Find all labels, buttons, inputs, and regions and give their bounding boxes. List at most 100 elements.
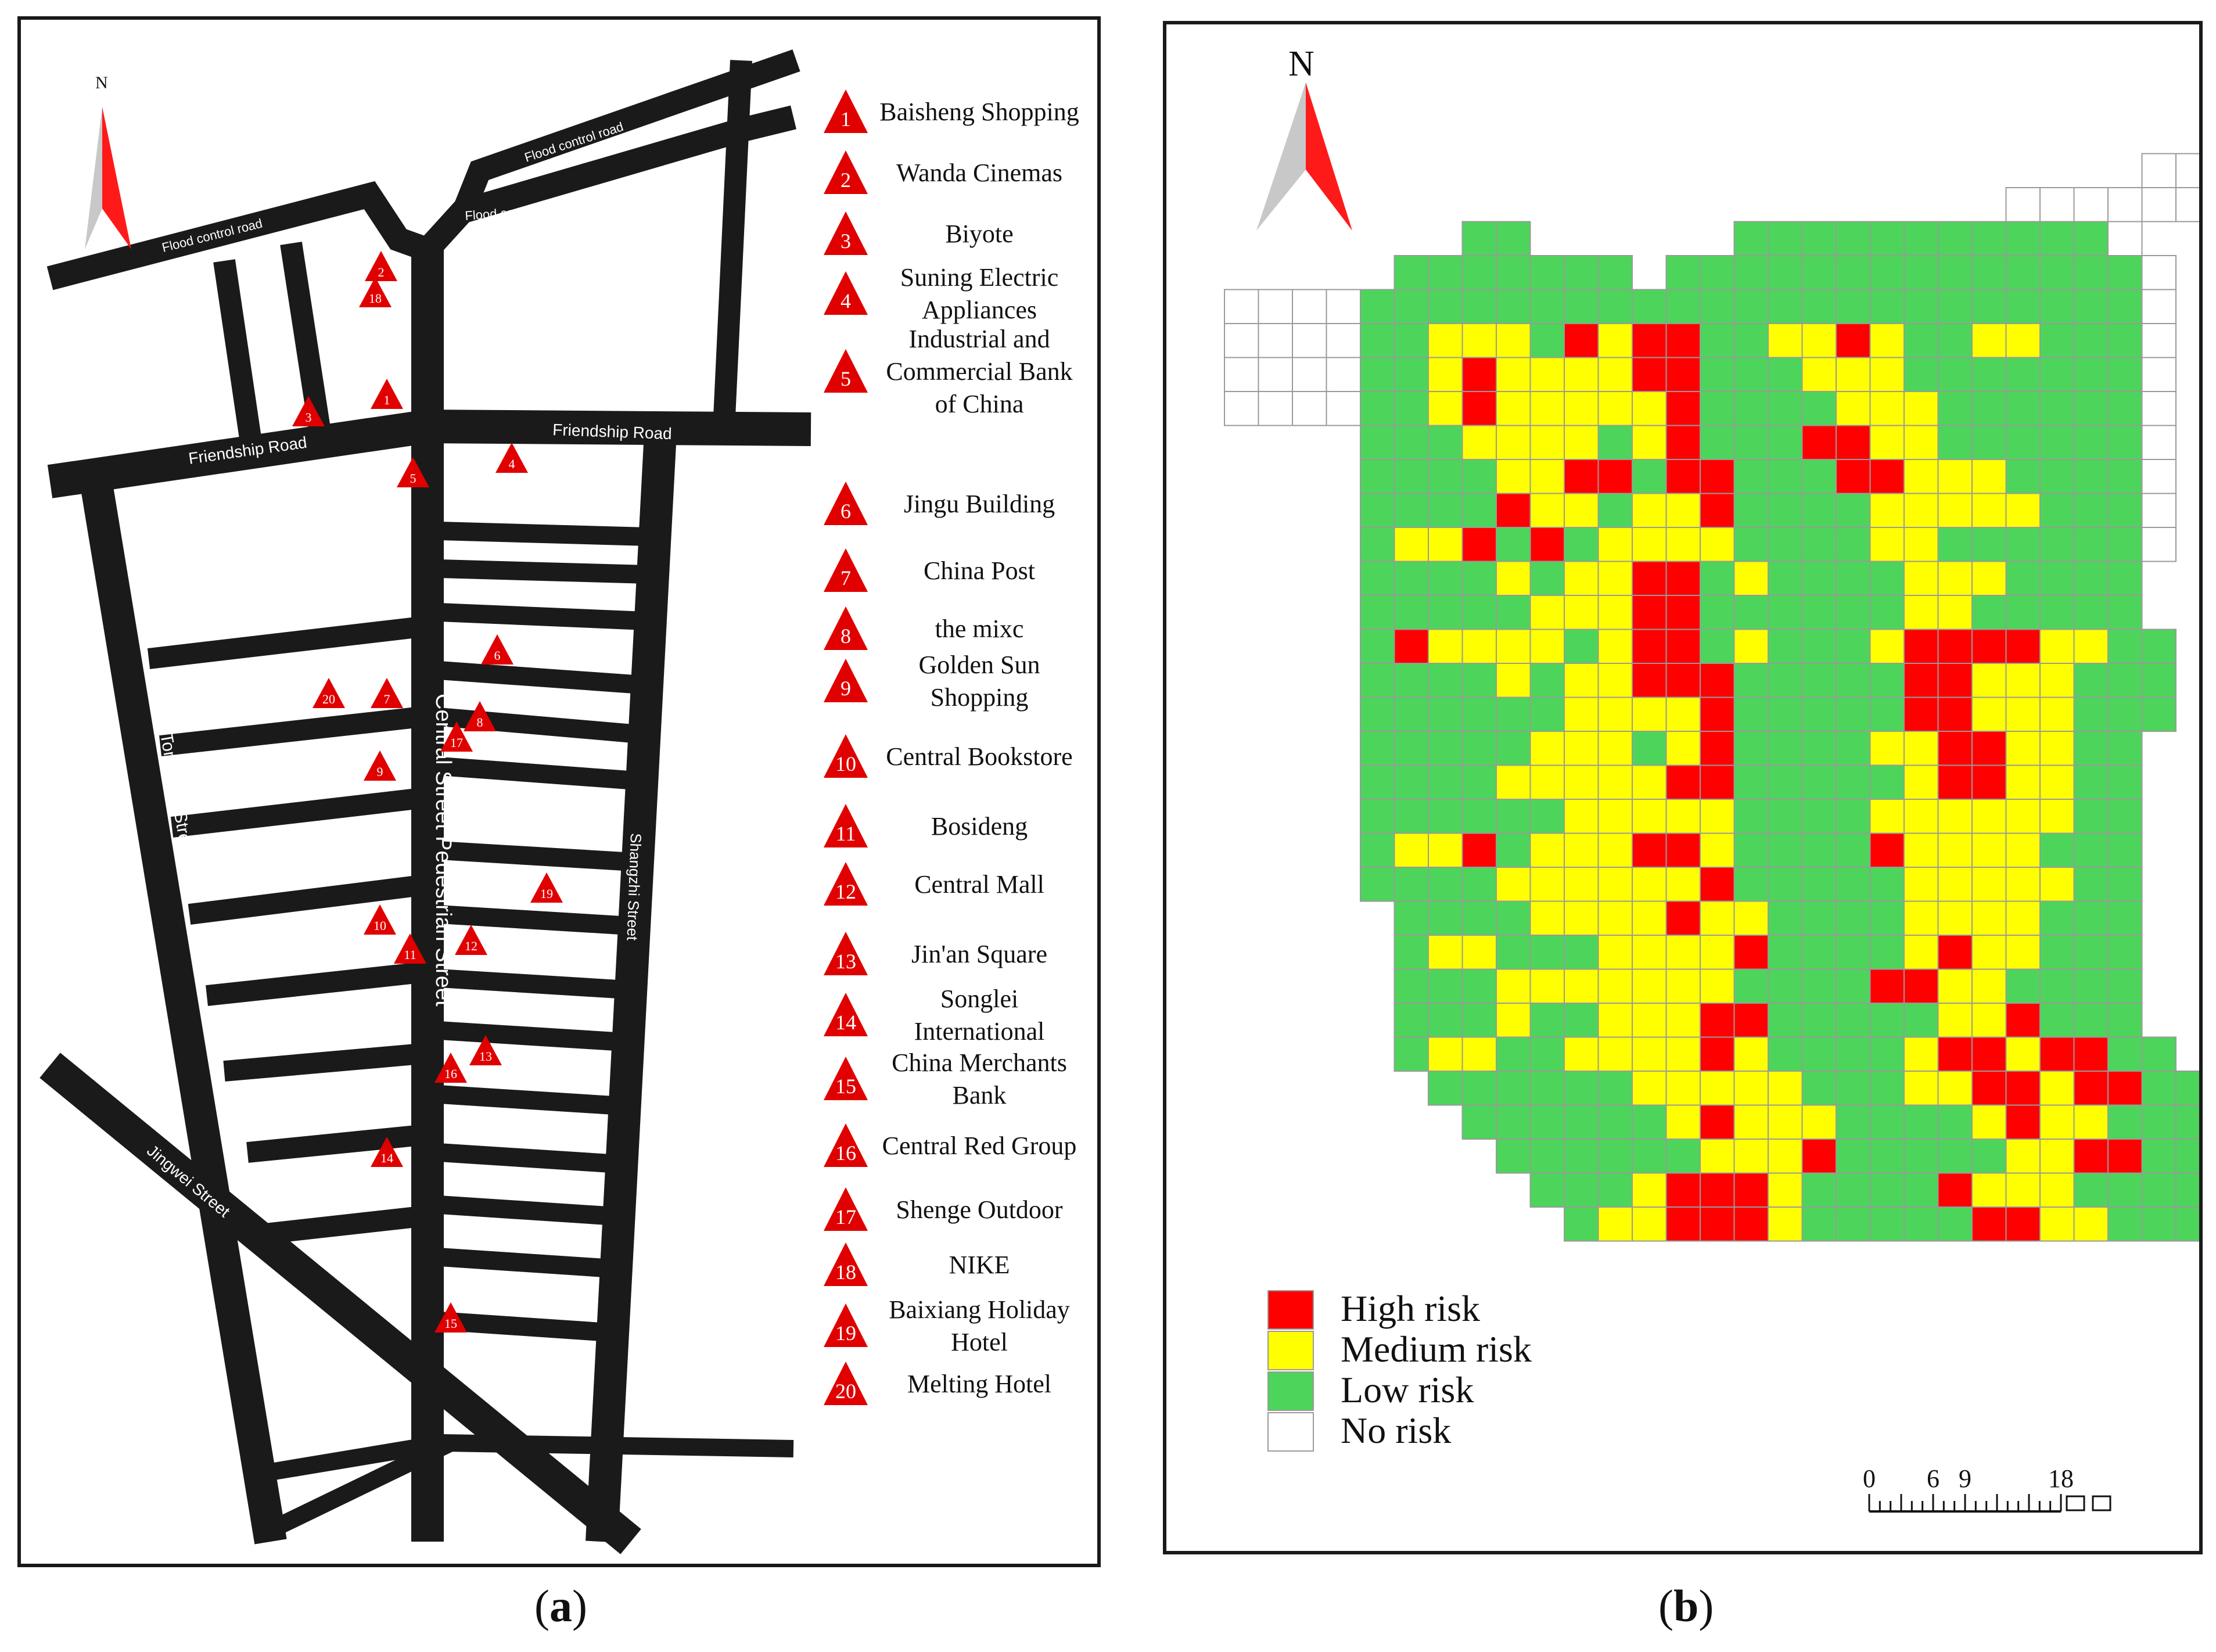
risk-cell (1496, 289, 1531, 324)
risk-cell (1937, 935, 1973, 970)
risk-cell (2141, 1036, 2177, 1072)
risk-cell (1529, 968, 1565, 1004)
risk-cell (1632, 1071, 1667, 1106)
risk-cell (1801, 968, 1837, 1004)
risk-cell (1428, 968, 1463, 1004)
risk-cell (1971, 323, 2007, 358)
risk-cell (2073, 527, 2109, 562)
risk-cell (1903, 595, 1939, 630)
risk-cell (2175, 1206, 2199, 1242)
risk-cell (1360, 561, 1395, 596)
risk-cell (1529, 1104, 1565, 1140)
risk-cell (1529, 1071, 1565, 1106)
risk-cell (1971, 1071, 2007, 1106)
risk-cell (1428, 255, 1463, 290)
risk-cell (1529, 255, 1565, 290)
street-map-panel: Flood control road Flood control road Fl… (17, 16, 1101, 1567)
risk-cell (1937, 1036, 1973, 1072)
risk-cell (1903, 935, 1939, 970)
risk-cell (1529, 832, 1565, 868)
risk-cell (2141, 493, 2177, 528)
risk-cell (2073, 1206, 2109, 1242)
risk-cell (1700, 900, 1735, 936)
risk-cell (1496, 561, 1531, 596)
risk-cell (1461, 629, 1497, 664)
risk-cell (1869, 1071, 1905, 1106)
risk-cell (1360, 459, 1395, 494)
risk-cell (2005, 1003, 2041, 1038)
risk-cell (1903, 900, 1939, 936)
risk-cell (1768, 425, 1803, 460)
poi-marker-10: 10 (364, 904, 396, 935)
risk-cell (1733, 731, 1769, 766)
risk-cell (1360, 731, 1395, 766)
flood-control-road-west (46, 181, 432, 290)
risk-cell (1597, 1139, 1633, 1174)
risk-cell (1836, 900, 1871, 936)
risk-cell (2005, 357, 2041, 392)
risk-cell (1733, 1003, 1769, 1038)
risk-cell (1903, 493, 1939, 528)
risk-cell (1700, 935, 1735, 970)
risk-cell (1224, 289, 1259, 324)
poi-legend-number: 11 (836, 822, 856, 845)
risk-cell (1529, 764, 1565, 800)
risk-cell (1632, 459, 1667, 494)
risk-cell (1461, 968, 1497, 1004)
risk-cell (1393, 391, 1429, 426)
risk-cell (2005, 1206, 2041, 1242)
risk-cell (1597, 696, 1633, 732)
poi-marker-15: 15 (434, 1302, 467, 1333)
risk-cell (2039, 663, 2075, 698)
risk-cell (1971, 1172, 2007, 1208)
risk-cell (1700, 323, 1735, 358)
risk-cell (1903, 1104, 1939, 1140)
risk-cell (1836, 561, 1871, 596)
risk-cell (1393, 323, 1429, 358)
risk-cell (2107, 323, 2143, 358)
risk-cell (2107, 900, 2143, 936)
poi-marker-number: 13 (479, 1049, 492, 1064)
risk-cell (2141, 289, 2177, 324)
risk-cell (1903, 323, 1939, 358)
risk-cell (1665, 799, 1701, 834)
poi-marker-7: 7 (371, 678, 403, 708)
risk-cell (1801, 561, 1837, 596)
risk-cell (1597, 527, 1633, 562)
risk-cell (1564, 832, 1599, 868)
risk-cell (1665, 459, 1701, 494)
risk-cell (1869, 323, 1905, 358)
risk-cell (2039, 935, 2075, 970)
poi-legend-label: Wanda Cinemas (896, 159, 1062, 187)
risk-cell (1665, 663, 1701, 698)
risk-cell (1869, 900, 1905, 936)
risk-legend-label: Low risk (1341, 1369, 1474, 1410)
risk-cell (1768, 731, 1803, 766)
risk-cell (1428, 1003, 1463, 1038)
risk-cell (1971, 391, 2007, 426)
risk-cell (1393, 935, 1429, 970)
risk-cell (2039, 459, 2075, 494)
risk-cell (1326, 323, 1361, 358)
risk-cell (1971, 289, 2007, 324)
risk-cell (2073, 357, 2109, 392)
risk-cell (1529, 289, 1565, 324)
poi-marker-5: 5 (397, 457, 429, 487)
risk-cell (1564, 357, 1599, 392)
risk-cell (1801, 459, 1837, 494)
poi-marker-number: 7 (384, 692, 390, 706)
risk-cell (2175, 1104, 2199, 1140)
risk-cell (1903, 221, 1939, 256)
risk-cell (1768, 935, 1803, 970)
risk-cell (1529, 595, 1565, 630)
risk-cell (1496, 935, 1531, 970)
risk-cell (1836, 1139, 1871, 1174)
risk-cell (1665, 764, 1701, 800)
